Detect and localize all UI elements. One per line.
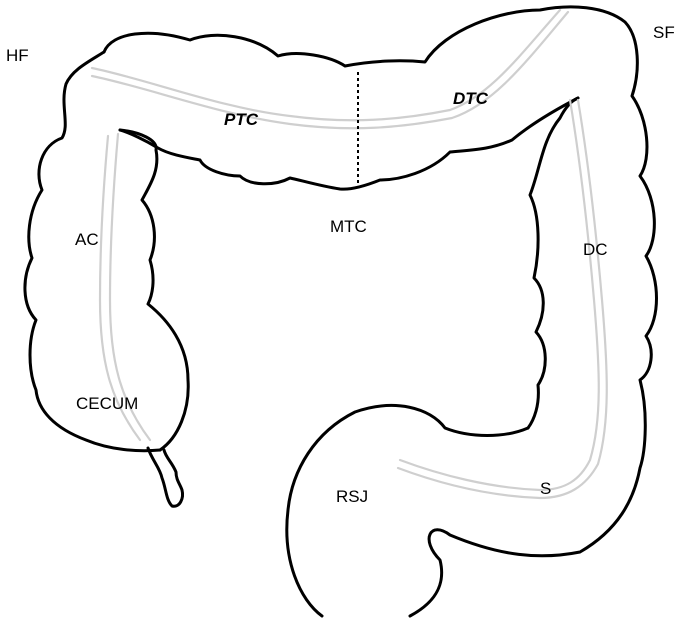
label-sf: SF [653,23,675,42]
ascending-inner-outline [118,128,190,452]
appendix-outline [146,446,184,508]
descending-inner-outline [526,96,580,430]
label-cecum: CECUM [76,394,138,413]
label-rsj: RSJ [336,487,368,506]
ascending-outer-outline [23,50,162,453]
transverse-inner-outline [118,96,580,191]
colon-outer-outline [102,5,658,618]
label-hf: HF [6,46,29,65]
label-ac: AC [75,230,99,249]
taenia-line-transverse-b [90,10,570,130]
taenia-line-descending-b [396,98,608,500]
label-ptc: PTC [224,110,259,129]
taenia-line-descending-a [398,98,600,492]
label-mtc: MTC [330,217,367,236]
taenia-line-ascending-a [98,134,142,442]
label-s: S [540,479,551,498]
taenia-line-transverse-a [90,8,562,122]
label-dc: DC [583,240,608,259]
rectum-outline [285,404,530,618]
taenia-line-ascending-b [108,132,152,442]
label-dtc: DTC [453,89,489,108]
